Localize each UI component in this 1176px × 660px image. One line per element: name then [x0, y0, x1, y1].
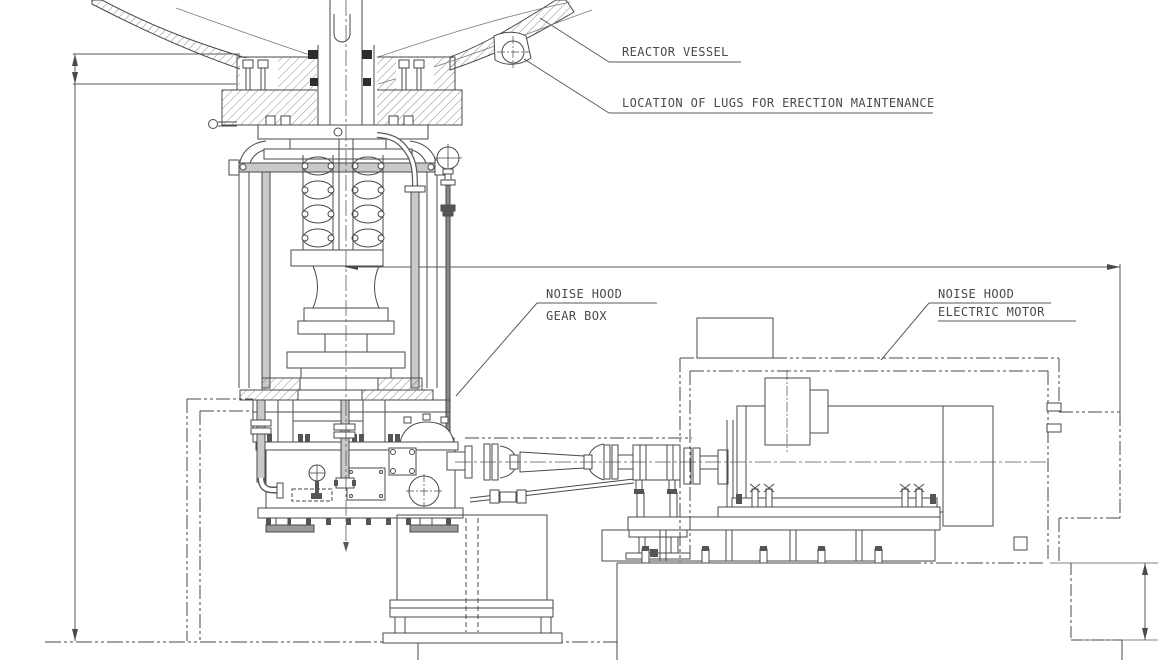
callout-labels: REACTOR VESSEL LOCATION OF LUGS FOR EREC… [455, 17, 1076, 397]
base-frame [601, 516, 1028, 564]
disc-spring-stack [301, 155, 385, 252]
noise-hood-motor-outline [679, 357, 1121, 562]
breather-icon [308, 464, 326, 499]
cardan-shaft [446, 443, 635, 504]
motor-holddown-bolts [736, 483, 936, 508]
dimension-arrow [72, 54, 78, 66]
noise-hood-outlines [186, 357, 1121, 641]
erection-lug [493, 31, 532, 68]
label-noise-hood-motor-2: ELECTRIC MOTOR [938, 305, 1045, 319]
label-noise-hood-gearbox-2: GEAR BOX [546, 309, 607, 323]
reactor-vessel-shell [91, 0, 593, 85]
dimension-arrow [72, 629, 78, 641]
callout-reactor-vessel: REACTOR VESSEL [539, 17, 741, 63]
valve-handwheel-icon [434, 144, 462, 186]
seal-welds [308, 50, 372, 86]
gearbox-top-bolts [260, 434, 400, 442]
lube-piping [250, 399, 356, 499]
gearbox-shaft-plate [388, 447, 417, 476]
left-strap [261, 171, 271, 389]
callout-noise-hood-gearbox: NOISE HOOD GEAR BOX [455, 287, 657, 397]
anchor-bolts [641, 546, 883, 564]
foundation [45, 562, 1123, 660]
label-noise-hood-motor-1: NOISE HOOD [938, 287, 1014, 301]
gear-box [255, 413, 464, 533]
tie-bar [236, 162, 438, 173]
hood-details [696, 317, 1062, 433]
vessel-shell-left [91, 0, 247, 72]
alignment-pin [208, 119, 237, 129]
dimension-arrow [1142, 628, 1148, 640]
terminal-box [764, 377, 811, 446]
gearbox-foot-pad [265, 524, 315, 533]
dimension-arrow [1142, 563, 1148, 575]
noise-hood-gearbox-outline [186, 398, 692, 641]
pedestal-drum [382, 514, 563, 644]
centerlines [343, 0, 1048, 552]
torque-rod [469, 478, 635, 504]
dimension-arrow [72, 72, 78, 84]
fan-cowl [942, 405, 994, 527]
right-strap [410, 189, 420, 389]
label-erection-lugs: LOCATION OF LUGS FOR ERECTION MAINTENANC… [622, 96, 935, 110]
valve-rod [445, 184, 451, 441]
electric-motor [683, 370, 994, 527]
label-noise-hood-gearbox-1: NOISE HOOD [546, 287, 622, 301]
vessel-flange-assembly [208, 0, 463, 129]
dimension-lines [72, 53, 1158, 641]
callout-erection-lugs: LOCATION OF LUGS FOR ERECTION MAINTENANC… [523, 58, 935, 114]
flange-studs [242, 59, 425, 91]
gearbox-foot-pad [409, 524, 459, 533]
drive-housing [228, 115, 462, 447]
label-reactor-vessel: REACTOR VESSEL [622, 45, 729, 59]
hood-vent-box [696, 317, 774, 359]
dimension-arrow [1107, 264, 1120, 270]
pedestal-bearing [625, 444, 691, 560]
callout-noise-hood-motor: NOISE HOOD ELECTRIC MOTOR [880, 287, 1076, 361]
